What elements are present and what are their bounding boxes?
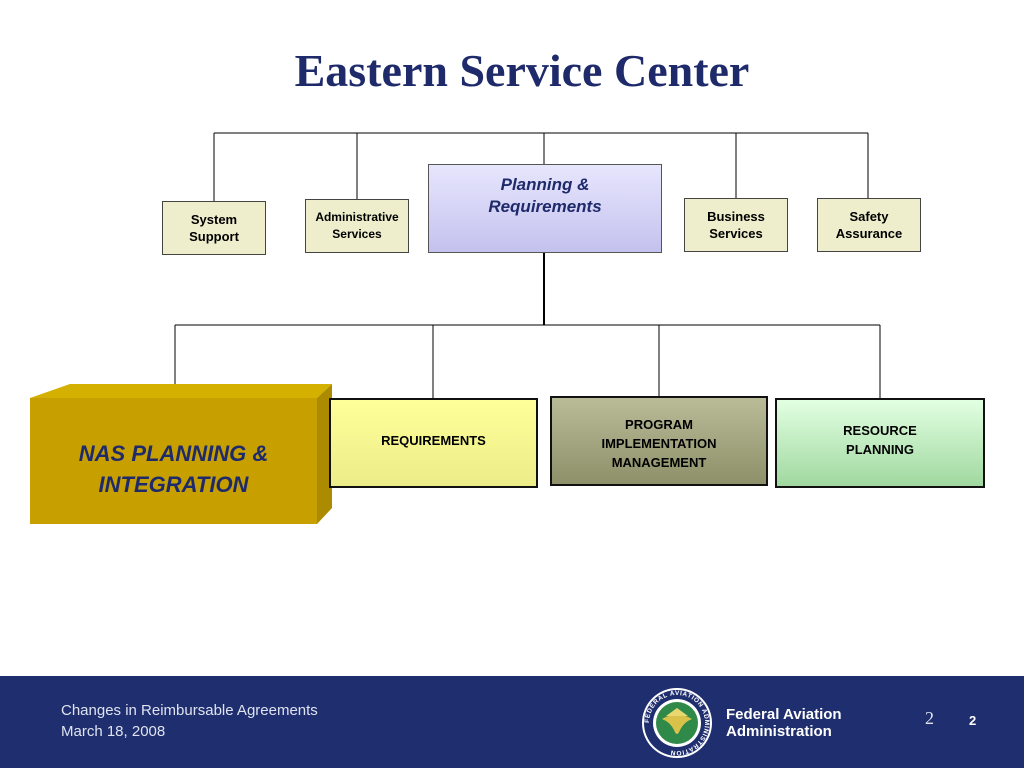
presentation-title: Changes in Reimbursable Agreements xyxy=(61,702,318,719)
faa-seal-icon: FEDERAL AVIATION ADMINISTRATION xyxy=(642,688,712,758)
business-services-box: Business Services xyxy=(684,198,788,252)
system-support-label: System Support xyxy=(189,212,239,244)
planning-line-1: Planning & xyxy=(500,175,590,194)
administrative-services-box: Administrative Services xyxy=(305,199,409,253)
requirements-box: REQUIREMENTS xyxy=(329,398,538,488)
nas-planning-integration-label: NAS PLANNING & INTEGRATION xyxy=(78,441,269,497)
administrative-services-label: Administrative Services xyxy=(315,210,399,241)
requirements-label: REQUIREMENTS xyxy=(381,432,486,448)
safety-assurance-label: Safety Assurance xyxy=(835,209,903,241)
org-connector-lines xyxy=(174,132,881,398)
business-services-label: Business Services xyxy=(707,209,765,241)
resource-planning-label: RESOURCE PLANNING xyxy=(843,423,917,457)
planning-requirements-box: Planning & Requirements xyxy=(428,164,662,253)
presentation-date: March 18, 2008 xyxy=(61,723,166,740)
agency-name: Federal Aviation Administration xyxy=(726,706,842,740)
safety-assurance-box: Safety Assurance xyxy=(817,198,921,252)
planning-line-2: Requirements xyxy=(488,197,602,216)
nas-planning-integration-box xyxy=(30,384,332,524)
resource-planning-box: RESOURCE PLANNING xyxy=(775,398,985,488)
program-implementation-management-label: PROGRAM IMPLEMENTATION MANAGEMENT xyxy=(601,416,717,470)
slide-number: 2 xyxy=(925,708,934,728)
slide-footer: Changes in Reimbursable Agreements March… xyxy=(0,676,1024,768)
slide-title: Eastern Service Center xyxy=(294,45,750,96)
page-number: 2 xyxy=(969,713,977,728)
system-support-box: System Support xyxy=(162,201,266,255)
agency-line-1: Federal Aviation xyxy=(726,706,842,723)
agency-line-2: Administration xyxy=(726,723,832,740)
program-implementation-management-box: PROGRAM IMPLEMENTATION MANAGEMENT xyxy=(550,396,768,486)
